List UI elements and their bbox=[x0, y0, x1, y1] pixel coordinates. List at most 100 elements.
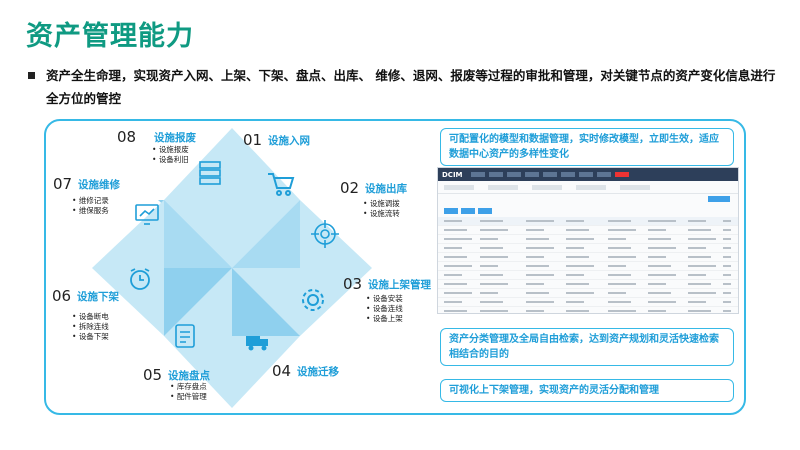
step-item: 拆除连线 bbox=[72, 322, 109, 332]
thumbnail-cell bbox=[444, 292, 472, 294]
step-item: 设施报废 bbox=[152, 145, 189, 155]
thumbnail-cell bbox=[648, 292, 671, 294]
thumbnail-cell bbox=[648, 310, 666, 312]
thumbnail-cell bbox=[688, 229, 711, 231]
step-label-05: 设施盘点 bbox=[168, 368, 210, 383]
thumbnail-topbar: DCIM bbox=[438, 168, 738, 181]
thumbnail-cell bbox=[608, 247, 631, 249]
thumbnail-cell bbox=[688, 310, 711, 312]
thumbnail-cell bbox=[526, 301, 554, 303]
step-items-08: 设施报废 设备利旧 bbox=[152, 145, 189, 165]
thumbnail-table-row bbox=[438, 298, 738, 307]
step-item: 设施调拨 bbox=[363, 199, 400, 209]
thumbnail-logo: DCIM bbox=[438, 171, 467, 179]
thumbnail-cell bbox=[608, 238, 626, 240]
thumbnail-cell bbox=[648, 229, 666, 231]
thumbnail-filter-bar bbox=[438, 181, 738, 194]
thumbnail-cell bbox=[566, 238, 594, 240]
step-items-05: 库存盘点 配件管理 bbox=[170, 382, 207, 402]
thumbnail-cell bbox=[480, 292, 498, 294]
step-label-07: 设施维修 bbox=[78, 177, 120, 192]
thumbnail-cell bbox=[566, 220, 584, 222]
step-label-01: 设施入网 bbox=[268, 133, 310, 148]
step-label-06: 设施下架 bbox=[77, 289, 119, 304]
thumbnail-cell bbox=[648, 274, 676, 276]
step-number-08: 08 bbox=[117, 128, 136, 146]
thumbnail-table-row bbox=[438, 289, 738, 298]
thumbnail-cell bbox=[480, 238, 498, 240]
thumbnail-cell bbox=[723, 283, 731, 285]
thumbnail-cell bbox=[648, 265, 671, 267]
thumbnail-cell bbox=[480, 229, 508, 231]
thumbnail-cell bbox=[526, 265, 549, 267]
thumbnail-cell bbox=[566, 247, 584, 249]
thumbnail-cell bbox=[444, 256, 467, 258]
step-number-05: 05 bbox=[143, 366, 162, 384]
thumbnail-cell bbox=[608, 301, 631, 303]
step-label-08: 设施报废 bbox=[154, 130, 196, 145]
thumbnail-cell bbox=[723, 229, 731, 231]
step-item: 维保服务 bbox=[72, 206, 109, 216]
thumbnail-cell bbox=[480, 247, 503, 249]
thumbnail-table-row bbox=[438, 217, 738, 226]
thumbnail-table-row bbox=[438, 271, 738, 280]
thumbnail-cell bbox=[608, 256, 636, 258]
thumbnail-cell bbox=[723, 301, 731, 303]
step-items-02: 设施调拨 设施流转 bbox=[363, 199, 400, 219]
dcim-screenshot-thumbnail: DCIM bbox=[437, 167, 739, 314]
thumbnail-cell bbox=[648, 247, 676, 249]
step-item: 配件管理 bbox=[170, 392, 207, 402]
thumbnail-cell bbox=[723, 256, 731, 258]
thumbnail-cell bbox=[566, 310, 589, 312]
step-items-06: 设备断电 拆除连线 设备下架 bbox=[72, 312, 109, 342]
thumbnail-cell bbox=[566, 256, 589, 258]
callout-asset-search: 资产分类管理及全局自由检索，达到资产规划和灵活快速检索相结合的目的 bbox=[440, 328, 734, 366]
thumbnail-cell bbox=[526, 238, 549, 240]
thumbnail-cell bbox=[480, 220, 503, 222]
step-item: 维修记录 bbox=[72, 196, 109, 206]
thumbnail-cell bbox=[566, 274, 584, 276]
thumbnail-cell bbox=[608, 265, 626, 267]
thumbnail-cell bbox=[444, 247, 462, 249]
step-number-02: 02 bbox=[340, 179, 359, 197]
thumbnail-cell bbox=[526, 292, 549, 294]
thumbnail-tabs bbox=[438, 194, 738, 217]
step-label-03: 设施上架管理 bbox=[368, 277, 431, 292]
thumbnail-cell bbox=[608, 229, 636, 231]
thumbnail-cell bbox=[526, 310, 544, 312]
thumbnail-cell bbox=[688, 247, 706, 249]
thumbnail-query-button bbox=[708, 196, 730, 202]
thumbnail-cell bbox=[444, 238, 472, 240]
thumbnail-cell bbox=[526, 283, 544, 285]
thumbnail-cell bbox=[723, 310, 731, 312]
thumbnail-table-row bbox=[438, 235, 738, 244]
thumbnail-cell bbox=[566, 265, 594, 267]
thumbnail-cell bbox=[526, 256, 544, 258]
thumbnail-table-row bbox=[438, 307, 738, 314]
callout-visual-racking: 可视化上下架管理，实现资产的灵活分配和管理 bbox=[440, 379, 734, 402]
thumbnail-cell bbox=[566, 229, 589, 231]
step-number-04: 04 bbox=[272, 362, 291, 380]
thumbnail-cell bbox=[688, 274, 706, 276]
thumbnail-cell bbox=[444, 274, 462, 276]
thumbnail-cell bbox=[480, 301, 503, 303]
thumbnail-cell bbox=[566, 292, 594, 294]
step-number-01: 01 bbox=[243, 131, 262, 149]
thumbnail-table-row bbox=[438, 226, 738, 235]
thumbnail-cell bbox=[566, 283, 589, 285]
thumbnail-cell bbox=[723, 265, 731, 267]
thumbnail-cell bbox=[444, 220, 462, 222]
thumbnail-cell bbox=[723, 238, 731, 240]
thumbnail-cell bbox=[608, 310, 636, 312]
thumbnail-cell bbox=[444, 310, 467, 312]
thumbnail-cell bbox=[566, 301, 584, 303]
step-item: 设备安装 bbox=[366, 294, 403, 304]
step-number-03: 03 bbox=[343, 275, 362, 293]
thumbnail-cell bbox=[688, 292, 716, 294]
thumbnail-cell bbox=[648, 301, 676, 303]
thumbnail-cell bbox=[688, 265, 716, 267]
thumbnail-cell bbox=[688, 220, 706, 222]
step-item: 设备下架 bbox=[72, 332, 109, 342]
step-label-02: 设施出库 bbox=[365, 181, 407, 196]
thumbnail-cell bbox=[648, 220, 676, 222]
